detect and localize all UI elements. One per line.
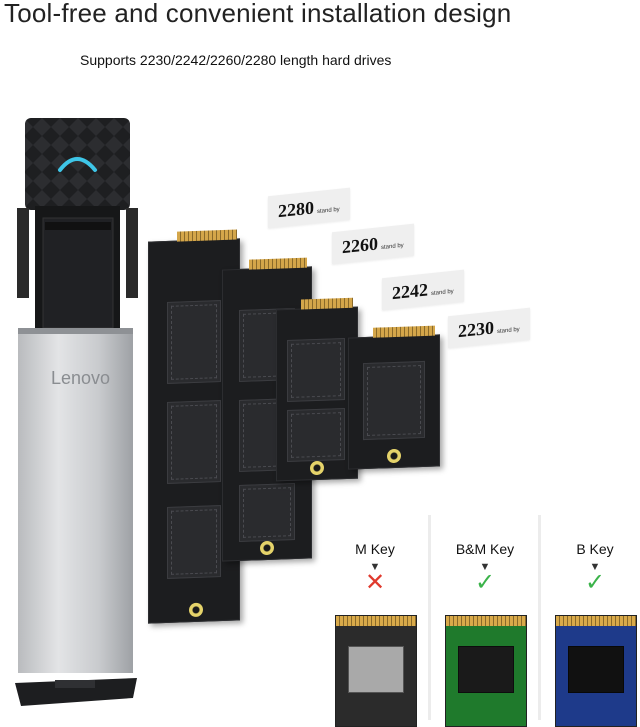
enclosure-illustration (15, 118, 138, 706)
tag-value: 2230 (458, 317, 494, 342)
column-divider (538, 515, 541, 720)
key-column-m: M Key ▼ ✕ (325, 515, 425, 727)
arrow-down-icon: ▼ (369, 561, 381, 573)
cross-icon: ✕ (364, 569, 386, 596)
ssd-board-2230 (348, 325, 440, 470)
tag-note: stand by (381, 242, 404, 252)
tag-value: 2260 (342, 233, 378, 258)
tag-note: stand by (317, 206, 340, 216)
tag-note: stand by (431, 288, 454, 298)
page-title: Tool-free and convenient installation de… (4, 0, 512, 28)
ssd-thumbnail-m-key (335, 615, 417, 727)
tag-value: 2242 (392, 279, 428, 304)
arrow-down-icon: ▼ (589, 561, 601, 573)
ssd-board-2242 (276, 297, 358, 482)
key-label: B Key (576, 541, 614, 557)
column-divider (428, 515, 431, 720)
ssd-enclosure: Lenovo (15, 118, 140, 713)
key-label: M Key (355, 541, 395, 557)
check-icon: ✓ (474, 569, 496, 596)
key-column-b: B Key ▼ ✓ (545, 515, 640, 727)
tag-note: stand by (497, 326, 520, 336)
check-icon: ✓ (584, 569, 606, 596)
ssd-thumbnail-bm-key (445, 615, 527, 727)
page-subtitle: Supports 2230/2242/2260/2280 length hard… (80, 52, 392, 68)
brand-logo: Lenovo (51, 368, 111, 388)
tag-value: 2280 (278, 197, 314, 222)
ssd-thumbnail-b-key (555, 615, 637, 727)
arrow-down-icon: ▼ (479, 561, 491, 573)
key-label: B&M Key (455, 541, 515, 557)
key-column-bm: B&M Key ▼ ✓ (435, 515, 535, 727)
